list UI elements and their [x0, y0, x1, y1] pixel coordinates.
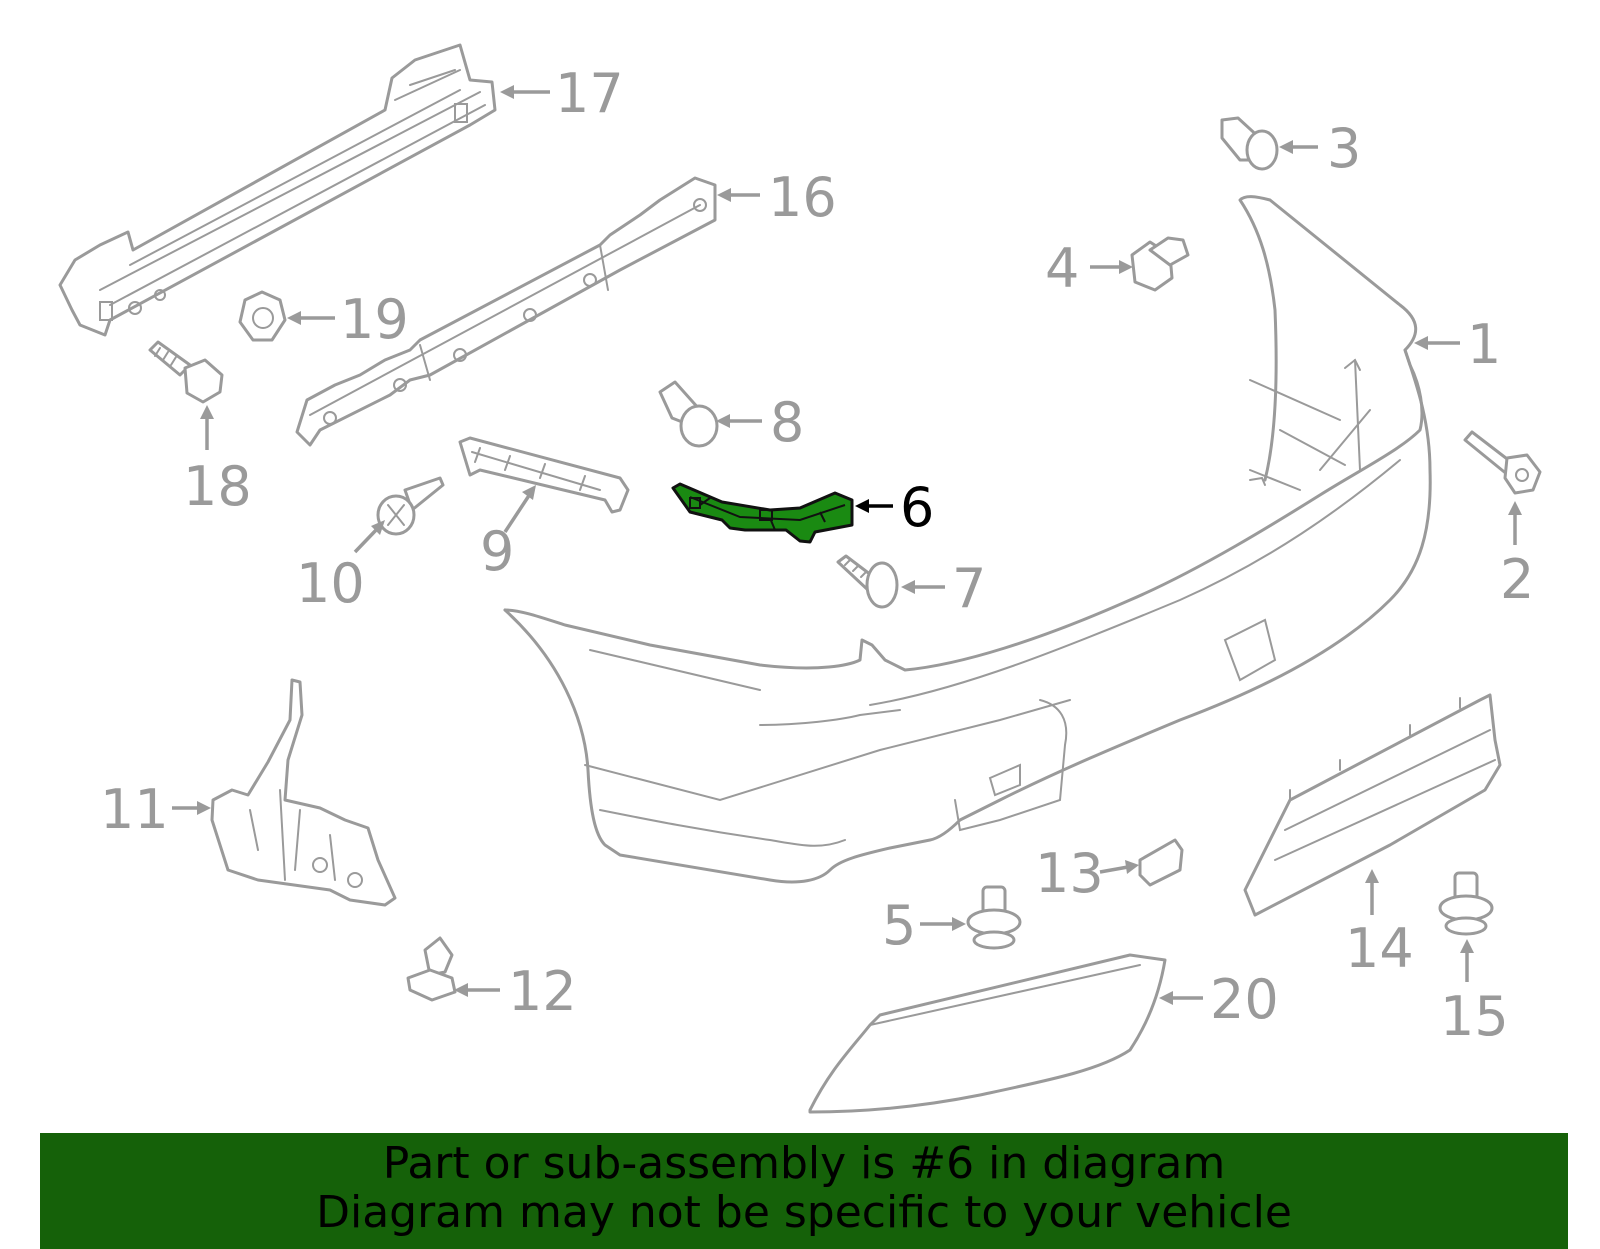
part-11-splash-shield[interactable]	[210, 678, 397, 907]
callout-18: 18	[183, 455, 252, 518]
part-18-bolt[interactable]	[148, 340, 224, 404]
callout-13: 13	[1035, 842, 1104, 905]
part-13-cap[interactable]	[1138, 838, 1184, 887]
part-8-clip[interactable]	[658, 380, 719, 448]
banner-line-1: Part or sub-assembly is #6 in diagram	[382, 1138, 1226, 1189]
callout-arrows	[172, 85, 1522, 1005]
callout-2: 2	[1500, 548, 1534, 611]
notice-banner: Part or sub-assembly is #6 in diagram Di…	[40, 1133, 1568, 1249]
callout-7: 7	[952, 557, 986, 620]
part-17-bumper-reinforcement[interactable]	[58, 43, 497, 337]
callout-11: 11	[100, 778, 169, 841]
callout-1: 1	[1467, 313, 1501, 376]
part-15-clip[interactable]	[1438, 871, 1494, 936]
part-16-impact-bar[interactable]	[295, 176, 717, 447]
part-7-screw[interactable]	[836, 554, 899, 609]
part-12-fastener[interactable]	[406, 936, 457, 1002]
part-14-garnish[interactable]	[1243, 693, 1502, 917]
part-1-bumper-cover[interactable]	[503, 195, 1432, 884]
part-4-grommet[interactable]	[1130, 236, 1190, 292]
banner-line-2: Diagram may not be specific to your vehi…	[316, 1187, 1292, 1238]
callout-14: 14	[1345, 917, 1414, 980]
part-5-clip[interactable]	[966, 885, 1022, 950]
part-10-screw[interactable]	[376, 476, 445, 536]
part-6-highlighted-bracket[interactable]	[671, 482, 854, 544]
callout-6: 6	[900, 476, 934, 539]
callout-4: 4	[1045, 237, 1079, 300]
callout-labels: 17 16 19 18 8 9 10 6 7 3 4 1 2 11 12 13 …	[100, 62, 1534, 1048]
callout-17: 17	[555, 62, 624, 125]
callout-3: 3	[1327, 117, 1361, 180]
callout-5: 5	[882, 894, 916, 957]
part-19-nut[interactable]	[238, 290, 287, 342]
part-2-bolt[interactable]	[1463, 430, 1542, 495]
callout-10: 10	[296, 552, 365, 615]
callout-16: 16	[768, 166, 837, 229]
callout-9: 9	[480, 520, 514, 583]
callout-12: 12	[508, 960, 577, 1023]
part-9-side-bracket[interactable]	[458, 436, 630, 514]
callout-15: 15	[1440, 985, 1509, 1048]
callout-8: 8	[770, 391, 804, 454]
callout-20: 20	[1210, 968, 1279, 1031]
part-20-reflector[interactable]	[808, 953, 1167, 1114]
part-3-clip[interactable]	[1220, 116, 1279, 171]
callout-19: 19	[340, 288, 409, 351]
